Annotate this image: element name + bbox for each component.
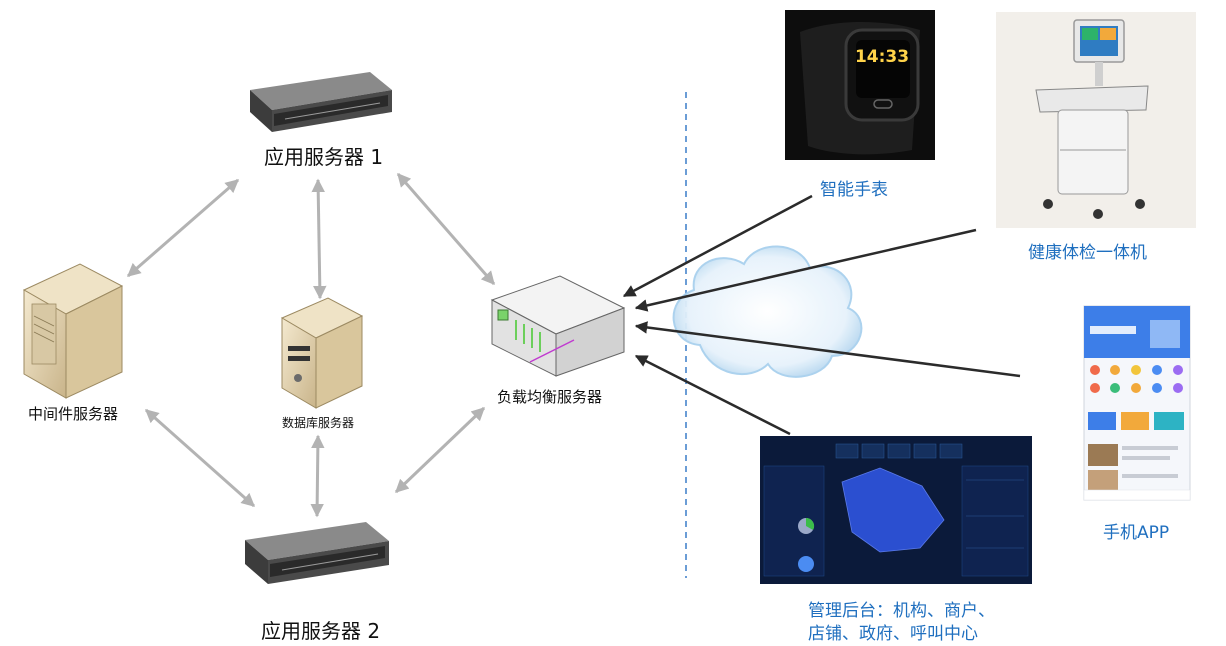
cluster-links: [126, 172, 496, 518]
internet-cloud: [672, 245, 863, 378]
load-balancer-image: [490, 275, 626, 377]
link-db-app2: [310, 434, 325, 518]
link-middleware-app2: [144, 408, 256, 508]
app-server-1-label: 应用服务器 1: [264, 145, 384, 169]
link-lb-app2: [394, 406, 486, 494]
load-balancer-label: 负载均衡服务器: [497, 388, 603, 406]
mobile-app-label: 手机APP: [1103, 523, 1170, 543]
link-admin-lb: [634, 354, 791, 436]
app-server-2-image: [245, 522, 389, 584]
admin-backend-label-line-1: 管理后台：机构、商户、: [808, 601, 995, 621]
middleware-server-label: 中间件服务器: [28, 405, 119, 423]
link-watch-lb: [622, 194, 813, 298]
middleware-server-image: [22, 263, 124, 399]
mobile-app-image: [1083, 305, 1191, 501]
database-server-label: 数据库服务器: [282, 416, 355, 430]
link-kiosk-lb: [634, 228, 977, 312]
health-kiosk-image: [996, 12, 1196, 228]
app-server-2-label: 应用服务器 2: [261, 619, 381, 643]
admin-dashboard-image: [760, 436, 1032, 584]
database-server-image: [280, 297, 364, 409]
link-db-app1: [311, 178, 327, 300]
smart-watch-label: 智能手表: [820, 180, 888, 200]
app-server-1-image: [250, 72, 392, 132]
health-kiosk-label: 健康体检一体机: [1028, 243, 1147, 263]
admin-backend-label-line-2: 店铺、政府、呼叫中心: [808, 624, 978, 644]
link-middleware-app1: [126, 178, 240, 278]
link-app1-lb: [396, 172, 496, 286]
client-links: [622, 194, 1021, 436]
watch-time-text: 14:33: [855, 47, 909, 67]
smart-watch-image: 14:33: [785, 10, 935, 160]
link-app-lb: [634, 321, 1021, 378]
